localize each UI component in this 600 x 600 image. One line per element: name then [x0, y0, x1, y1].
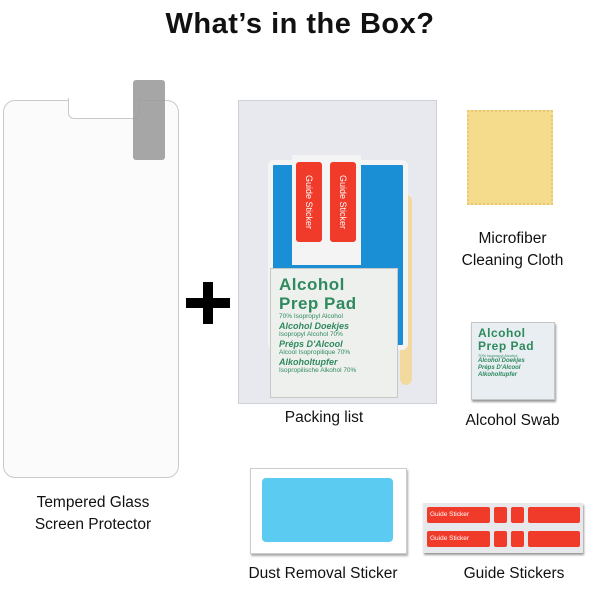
- pad-text: 70% Isopropyl Alcohol: [279, 313, 343, 320]
- label-line: Screen Protector: [34, 516, 152, 533]
- guide-sticker: Guide Sticker: [427, 507, 490, 523]
- label-line: Microfiber: [478, 230, 547, 247]
- label-line: Cleaning Cloth: [461, 252, 564, 269]
- packing-list-label: Packing list: [284, 409, 364, 426]
- alcohol-swab-label: Alcohol Swab: [465, 412, 560, 429]
- tempered-glass-image: [3, 100, 179, 478]
- guide-sticker-tab: [511, 507, 524, 523]
- alcohol-pad-in-bag: Alcohol Prep Pad 70% Isopropyl Alcohol A…: [270, 268, 398, 398]
- pad-text: Alcool Isopropilique 70%: [279, 349, 351, 356]
- pad-text: Alcohol Doekjes: [478, 358, 525, 364]
- pad-text: Isopropilische Alkohol 70%: [279, 367, 357, 374]
- glass-notch: [68, 98, 140, 119]
- pad-text: Préps D'Alcool: [478, 365, 521, 371]
- pad-text: Alkoholtupfer: [279, 357, 338, 367]
- dust-removal-label: Dust Removal Sticker: [248, 565, 398, 582]
- pad-text: Alkoholtupfer: [478, 372, 517, 378]
- pad-text: Préps D'Alcool: [279, 339, 343, 349]
- pad-title: Alcohol: [279, 275, 345, 294]
- dust-sticker-blue: [262, 478, 393, 542]
- pad-title: Alcohol: [478, 326, 526, 340]
- guide-sticker-tab: [494, 531, 507, 547]
- guide-sticker: [528, 531, 580, 547]
- guide-stickers-label: Guide Stickers: [463, 565, 565, 582]
- guide-sticker-tab: [494, 507, 507, 523]
- guide-sticker: Guide Sticker: [330, 162, 356, 242]
- pad-text: Alcohol Doekjes: [279, 321, 350, 331]
- microfiber-cloth-image: [467, 110, 553, 205]
- pad-text: 70% Isopropyl Alcohol: [478, 353, 518, 358]
- guide-sticker-tab: [511, 531, 524, 547]
- plus-icon-vertical: [203, 282, 213, 324]
- guide-sticker: Guide Sticker: [296, 162, 322, 242]
- guide-sticker: [528, 507, 580, 523]
- guide-sticker: Guide Sticker: [427, 531, 490, 547]
- label-line: Tempered Glass: [36, 494, 150, 511]
- cloth-label: Microfiber Cleaning Cloth: [440, 228, 585, 272]
- pad-text: Isopropyl Alcohol 70%: [279, 331, 343, 338]
- pad-title: Prep Pad: [478, 339, 535, 353]
- tempered-glass-label: Tempered Glass Screen Protector: [0, 492, 186, 536]
- alcohol-swab-image: Alcohol Prep Pad 70% Isopropyl Alcohol A…: [471, 322, 555, 400]
- pad-title: Prep Pad: [279, 294, 357, 313]
- glass-pull-tab: [133, 80, 165, 160]
- page-title: What’s in the Box?: [165, 8, 435, 40]
